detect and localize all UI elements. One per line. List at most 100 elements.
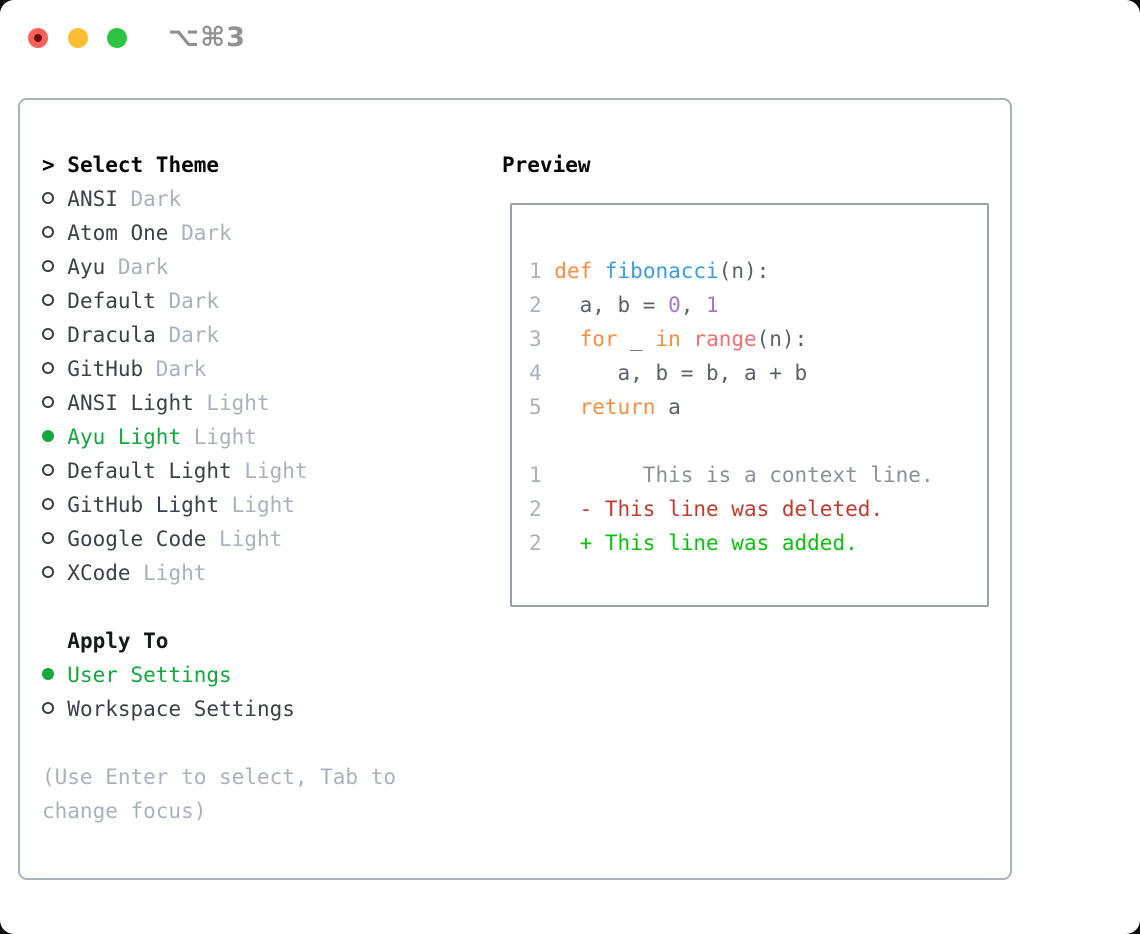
code-token-code: a, b = b, a + b — [541, 361, 808, 385]
radio-icon — [42, 294, 54, 306]
code-token-num: 5 — [529, 395, 542, 419]
title-bar: ⌥⌘3 — [0, 0, 1140, 76]
radio-icon — [42, 556, 67, 590]
theme-variant-label: Dark — [143, 357, 207, 381]
apply-option-workspace-settings[interactable]: Workspace Settings — [42, 692, 396, 726]
close-button[interactable] — [28, 28, 48, 48]
help-text-line-1: (Use Enter to select, Tab to — [42, 765, 397, 789]
theme-option-dracula-dark[interactable]: Dracula Dark — [42, 318, 396, 352]
code-token-code: _ — [617, 327, 656, 351]
theme-option-default-light-light[interactable]: Default Light Light — [42, 454, 396, 488]
code-token-code: a, b = — [541, 293, 669, 317]
code-token-num: 1 — [529, 463, 542, 487]
theme-option-atom-one-dark[interactable]: Atom One Dark — [42, 216, 396, 250]
radio-icon — [42, 318, 67, 352]
item-label: GitHub Light — [67, 493, 220, 517]
code-line: 3 for _ in range(n): — [529, 322, 934, 356]
radio-icon — [42, 396, 54, 408]
theme-option-ayu-light-light[interactable]: Ayu Light Light — [42, 420, 396, 454]
code-token-num: 2 — [529, 293, 542, 317]
theme-variant-label: Light — [130, 561, 207, 585]
apply-option-user-settings[interactable]: User Settings — [42, 658, 396, 692]
radio-icon — [42, 362, 54, 374]
code-token-code — [681, 327, 694, 351]
radio-selected-icon — [42, 658, 67, 692]
code-token-num: 2 — [529, 497, 542, 521]
cursor-marker: > — [42, 153, 55, 177]
code-token-const: 0 — [668, 293, 681, 317]
radio-icon — [42, 216, 67, 250]
item-label: Select Theme — [67, 153, 220, 177]
theme-option-google-code-light[interactable]: Google Code Light — [42, 522, 396, 556]
theme-option-github-light-light[interactable]: GitHub Light Light — [42, 488, 396, 522]
code-token-ctx: This is a context line. — [541, 463, 934, 487]
list-header-select-theme: > Select Theme — [42, 148, 396, 182]
theme-option-ansi-light-light[interactable]: ANSI Light Light — [42, 386, 396, 420]
radio-icon — [42, 702, 54, 714]
theme-variant-label: Light — [193, 391, 270, 415]
theme-variant-label: Dark — [155, 289, 220, 313]
radio-icon — [42, 464, 54, 476]
item-label: Ayu — [67, 255, 106, 279]
code-token-const: 1 — [706, 293, 719, 317]
code-token-call: range — [693, 327, 757, 351]
spacer-row — [42, 590, 396, 624]
item-label: Atom One — [67, 221, 169, 245]
theme-variant-label: Light — [206, 527, 283, 551]
radio-icon — [42, 352, 67, 386]
radio-icon — [42, 692, 67, 726]
radio-icon — [42, 284, 67, 318]
theme-option-ansi-dark[interactable]: ANSI Dark — [42, 182, 396, 216]
code-line: 2 + This line was added. — [529, 526, 934, 560]
code-token-add: + This line was added. — [541, 531, 858, 555]
item-label: Ayu Light — [67, 425, 182, 449]
zoom-button[interactable] — [107, 28, 127, 48]
theme-variant-label: Light — [181, 425, 257, 449]
code-token-fn: fibonacci — [604, 259, 719, 283]
code-line: 1 def fibonacci(n): — [529, 254, 934, 288]
theme-variant-label: Light — [219, 493, 295, 517]
code-token-kw: def — [554, 259, 593, 283]
code-token-num: 1 — [529, 259, 555, 283]
theme-variant-label: Dark — [168, 221, 232, 245]
code-token-code — [592, 259, 605, 283]
code-line: 2 a, b = 0, 1 — [529, 288, 934, 322]
item-label: User Settings — [67, 663, 232, 687]
spacer-row — [42, 726, 396, 760]
item-label: ANSI — [67, 187, 118, 211]
radio-icon — [42, 182, 67, 216]
code-token-code: (n): — [756, 327, 808, 351]
item-label: ANSI Light — [67, 391, 194, 415]
radio-icon — [42, 566, 54, 578]
theme-option-default-dark[interactable]: Default Dark — [42, 284, 396, 318]
code-token-kw: in — [655, 327, 681, 351]
code-token-code — [542, 327, 580, 351]
preview-heading: Preview — [502, 153, 591, 177]
code-line: 2 - This line was deleted. — [529, 492, 934, 526]
radio-icon — [42, 386, 67, 420]
theme-option-github-dark[interactable]: GitHub Dark — [42, 352, 396, 386]
radio-icon — [42, 260, 54, 272]
code-line: 5 return a — [529, 390, 934, 424]
theme-variant-label: Dark — [105, 255, 169, 279]
item-label: Google Code — [67, 527, 207, 551]
radio-selected-icon — [42, 668, 54, 680]
theme-option-xcode-light[interactable]: XCode Light — [42, 556, 396, 590]
theme-option-ayu-dark[interactable]: Ayu Dark — [42, 250, 396, 284]
code-line: 1 This is a context line. — [529, 458, 934, 492]
minimize-button[interactable] — [68, 28, 88, 48]
code-token-code: (n): — [718, 259, 770, 283]
radio-icon — [42, 454, 67, 488]
item-label: XCode — [67, 561, 131, 585]
code-token-code — [542, 395, 580, 419]
item-label: Default — [67, 289, 156, 313]
theme-variant-label: Light — [231, 459, 308, 483]
code-line: 4 a, b = b, a + b — [529, 356, 934, 390]
item-label: GitHub — [67, 357, 144, 381]
code-token-num: 4 — [529, 361, 542, 385]
help-text-line-2: change focus) — [42, 799, 207, 823]
code-token-kw: for — [579, 327, 618, 351]
